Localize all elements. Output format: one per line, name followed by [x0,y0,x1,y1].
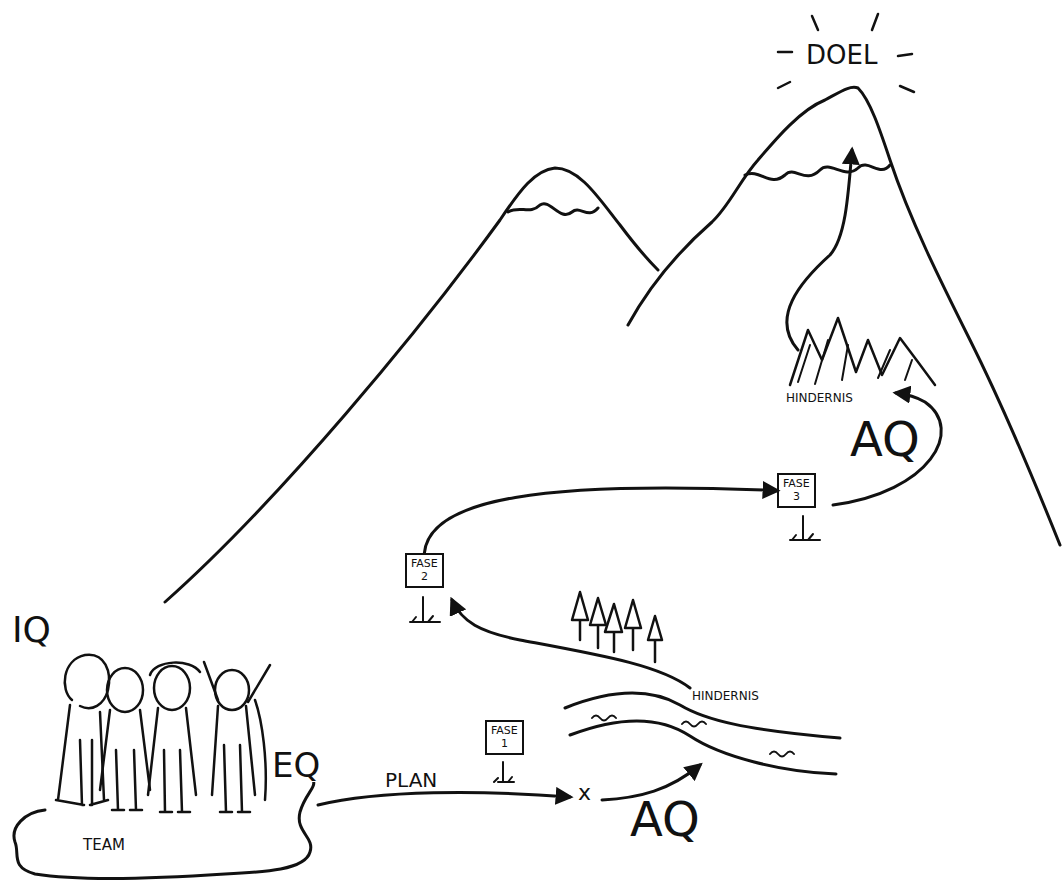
annotation-text: HINDERNIS [692,690,759,702]
route-arrow [787,150,852,350]
phase-sign: FASE 1 [485,720,524,755]
snow-cap [508,204,598,215]
phase-sign: FASE 3 [777,473,816,508]
obstacle-rocks [798,340,912,384]
team-outline-path [14,782,314,879]
annotation-text: PLAN [385,770,437,790]
river-waves [592,716,794,757]
annotation-text: EQ [272,748,320,782]
team-area: TEAM [5,782,325,882]
route-arrow [833,393,941,505]
phase-label: FASE 3 [783,478,810,503]
annotation-text: DOEL [806,42,877,68]
route-arrow [452,600,690,688]
annotation-text: AQ [630,795,700,843]
sign-post [410,516,820,782]
phase-label: FASE 1 [491,725,518,750]
obstacle-rocks [790,318,935,385]
mountain-outline [628,87,1060,545]
mountain-outline [165,168,658,602]
team-figures [56,655,270,812]
phase-label: FASE 2 [411,558,438,583]
annotation-text: IQ [12,612,51,648]
phase-sign: FASE 2 [405,553,444,588]
plan-arrow [318,792,570,805]
snow-cap [745,165,890,180]
annotation-text: AQ [850,415,920,463]
team-outline [5,782,325,882]
annotation-text: HINDERNIS [786,392,853,404]
summit-rays [778,14,914,92]
route-connector [424,488,777,553]
annotation-text: x [578,782,591,804]
team-label: TEAM [83,836,125,854]
river-bank [570,721,836,774]
